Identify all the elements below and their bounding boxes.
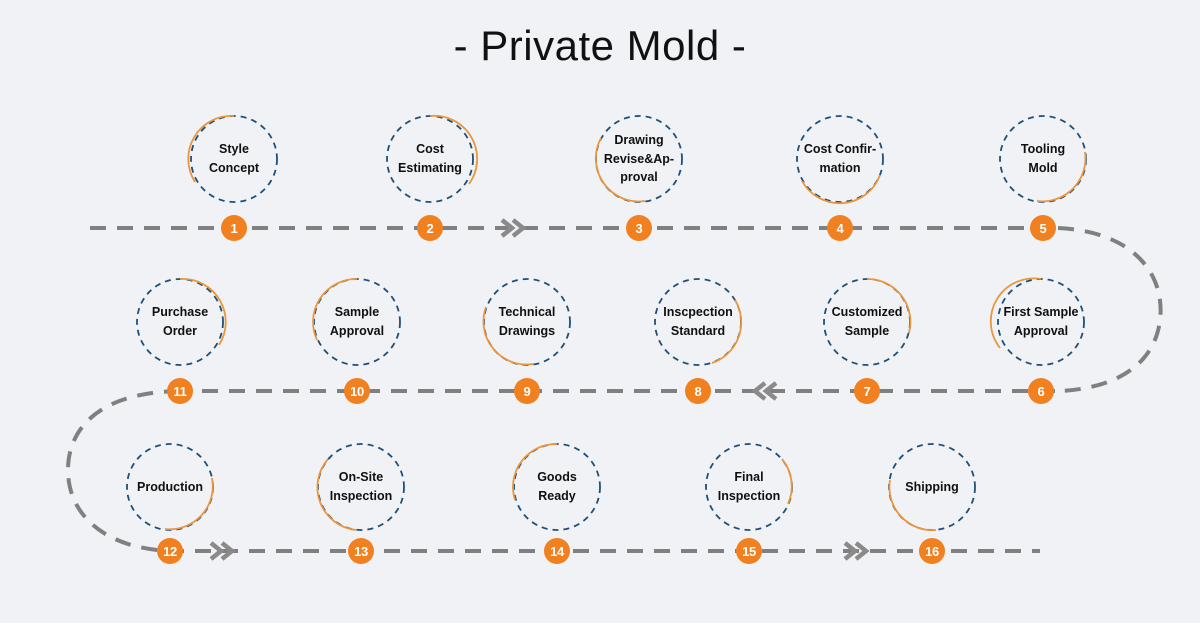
node-ring-10 <box>312 278 401 366</box>
chevron-right-row3-b <box>841 540 871 562</box>
node-ring-14 <box>512 443 601 531</box>
node-ring-6 <box>989 277 1085 366</box>
flow-node-shipping[interactable]: Shipping <box>887 442 977 532</box>
step-badge-14[interactable]: 14 <box>544 538 570 564</box>
flow-node-cost-confirmation[interactable]: Cost Confir-mation <box>795 114 885 204</box>
step-badge-6[interactable]: 6 <box>1028 378 1054 404</box>
step-badge-1[interactable]: 1 <box>221 215 247 241</box>
node-ring-7 <box>823 278 912 366</box>
node-ring-8 <box>654 278 743 366</box>
step-badge-11[interactable]: 11 <box>167 378 193 404</box>
chevron-right-row3-a <box>207 540 237 562</box>
chevron-left-row2 <box>750 380 780 402</box>
node-ring-3 <box>594 115 683 203</box>
step-badge-8[interactable]: 8 <box>685 378 711 404</box>
node-ring-2 <box>386 114 479 203</box>
node-ring-15 <box>705 443 793 531</box>
node-ring-13 <box>316 443 405 531</box>
node-ring-5 <box>999 115 1087 203</box>
node-ring-12 <box>126 443 214 531</box>
step-badge-2[interactable]: 2 <box>417 215 443 241</box>
step-badge-9[interactable]: 9 <box>514 378 540 404</box>
node-ring-1 <box>187 115 278 203</box>
flow-node-production[interactable]: Production <box>125 442 215 532</box>
node-ring-16 <box>888 443 976 532</box>
step-badge-5[interactable]: 5 <box>1030 215 1056 241</box>
step-badge-16[interactable]: 16 <box>919 538 945 564</box>
chevron-right-row1 <box>498 217 528 239</box>
node-ring-11 <box>136 278 227 366</box>
loop-right-5-to-6 <box>1057 226 1163 393</box>
step-badge-7[interactable]: 7 <box>854 378 880 404</box>
step-badge-3[interactable]: 3 <box>626 215 652 241</box>
step-badge-13[interactable]: 13 <box>348 538 374 564</box>
step-badge-12[interactable]: 12 <box>157 538 183 564</box>
step-badge-15[interactable]: 15 <box>736 538 762 564</box>
page-title: - Private Mold - <box>453 22 747 69</box>
loop-left-11-to-12 <box>65 389 181 553</box>
node-ring-9 <box>482 278 571 366</box>
step-badge-4[interactable]: 4 <box>827 215 853 241</box>
node-ring-4 <box>796 115 884 205</box>
step-badge-10[interactable]: 10 <box>344 378 370 404</box>
